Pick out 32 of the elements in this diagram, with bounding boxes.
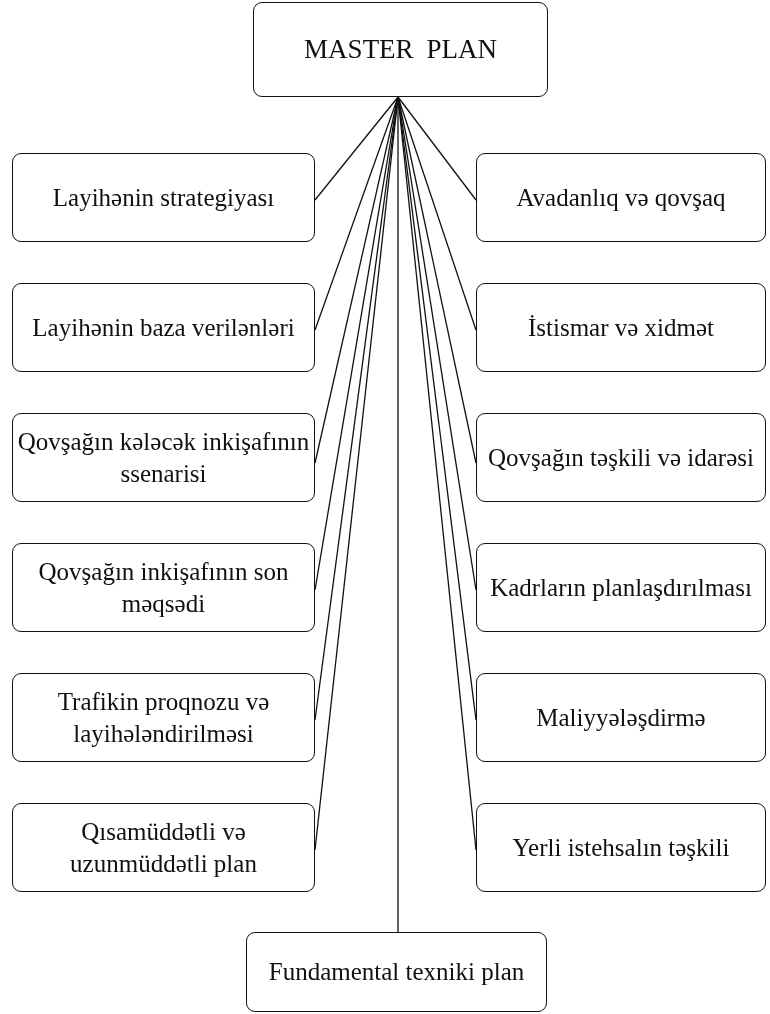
box-label: MASTER PLAN <box>304 32 497 66</box>
plan-box <box>12 153 315 242</box>
connector-line <box>397 96 477 201</box>
plan-box <box>12 543 315 632</box>
box-label: Layihənin strategiyası <box>52 182 275 213</box>
box-label: Avadanlıq və qovşaq <box>516 182 726 213</box>
connector-line <box>397 96 477 331</box>
box-label: Layihənin baza verilənləri <box>32 312 295 343</box>
plan-box <box>253 2 548 97</box>
box-label: Yerli istehsalın təşkili <box>512 832 730 863</box>
box-label: Qovşağın təşkili və idarəsi <box>488 442 754 473</box>
plan-box <box>476 283 766 372</box>
box-label: Qısamüddətli və uzunmüddətli plan <box>69 817 258 879</box>
plan-box <box>476 673 766 762</box>
plan-box <box>476 803 766 892</box>
connector-line <box>314 96 399 331</box>
plan-box <box>12 803 315 892</box>
plan-box <box>246 932 547 1012</box>
box-label: Kadrların planlaşdırılması <box>490 572 752 603</box>
plan-box <box>12 283 315 372</box>
box-label: Qovşağın kələcək inkişafının ssenarisi <box>17 427 310 489</box>
box-label: Maliyyələşdirmə <box>536 702 706 733</box>
box-label: Trafikin proqnozu və layihələndirilməsi <box>56 687 271 749</box>
box-label: Qovşağın inkişafının son məqsədi <box>37 557 290 619</box>
plan-box <box>476 543 766 632</box>
plan-box <box>12 673 315 762</box>
box-label: Fundamental texniki plan <box>268 957 525 988</box>
plan-box <box>476 153 766 242</box>
connector-line <box>314 96 399 201</box>
box-label: İstismar və xidmət <box>527 312 715 343</box>
plan-box <box>12 413 315 502</box>
plan-box <box>476 413 766 502</box>
